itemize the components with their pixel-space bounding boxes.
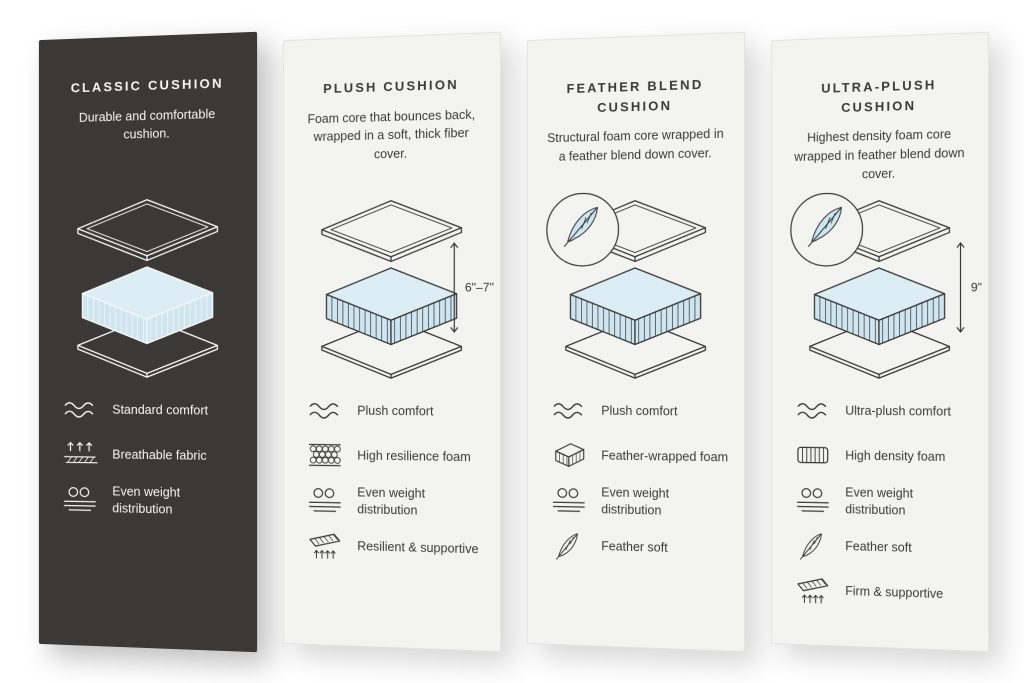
dimension-label: 6"–7" (464, 280, 494, 295)
feature-row: High resilience foam (306, 439, 492, 474)
card-description: Durable and comfortable cushion. (78, 106, 215, 142)
foam-cells-icon (306, 439, 343, 471)
feature-label: Feather soft (600, 539, 668, 556)
feature-row: Even weight distribution (306, 483, 492, 520)
card-feather-blend-cushion: FEATHER BLEND CUSHION Structural foam co… (526, 31, 745, 653)
feather-badge-icon (787, 189, 866, 270)
card-description: Highest density foam core wrapped in fea… (793, 127, 965, 181)
card-description: Structural foam core wrapped in a feathe… (546, 126, 724, 164)
waves-icon (794, 394, 831, 426)
feature-label: High resilience foam (356, 448, 471, 464)
even-weight-icon (61, 483, 98, 515)
feature-label: Even weight distribution (111, 484, 180, 517)
feather-badge-icon (543, 189, 622, 270)
cushion-illustration (38, 192, 256, 387)
feature-row: Feather soft (550, 530, 736, 567)
feature-row: Feather soft (794, 530, 980, 567)
feature-list: Plush comfort High resilience foam Even … (283, 394, 499, 566)
waves-icon (306, 394, 343, 426)
cushion-illustration: 9" (771, 193, 987, 388)
feature-list: Plush comfort Feather-wrapped foam Even … (527, 394, 743, 566)
support-arrows-icon (306, 530, 343, 563)
feature-row: Standard comfort (61, 393, 249, 427)
waves-icon (61, 393, 98, 425)
feather-icon (550, 530, 587, 563)
card-header: FEATHER BLEND CUSHION Structural foam co… (527, 33, 743, 197)
dimension-arrow-line (449, 241, 459, 334)
feature-label: Even weight distribution (600, 485, 669, 518)
card-title: CLASSIC CUSHION (70, 75, 224, 96)
feature-list: Standard comfort Breathable fabric Even … (38, 393, 256, 520)
feature-label: High density foam (844, 448, 945, 464)
card-plush-cushion: PLUSH CUSHION Foam core that bounces bac… (282, 31, 501, 653)
feature-label: Firm & supportive (844, 584, 943, 602)
feature-row: Plush comfort (550, 394, 736, 428)
card-header: CLASSIC CUSHION Durable and comfortable … (38, 32, 256, 196)
feature-label: Even weight distribution (356, 485, 425, 518)
feature-row: Feather-wrapped foam (550, 439, 736, 474)
feature-label: Plush comfort (356, 403, 433, 418)
feature-label: Plush comfort (600, 403, 677, 418)
feature-label: Standard comfort (111, 402, 208, 418)
feature-label: Even weight distribution (844, 485, 913, 518)
feature-row: Plush comfort (306, 394, 492, 428)
feature-row: High density foam (794, 439, 980, 474)
cushion-illustration: 6"–7" (283, 193, 499, 388)
feature-row: Firm & supportive (794, 574, 980, 612)
feature-label: Feather soft (844, 539, 912, 556)
feature-label: Ultra-plush comfort (844, 403, 951, 419)
density-foam-icon (794, 439, 831, 471)
cushion-illustration (527, 193, 743, 388)
card-title: ULTRA-PLUSH CUSHION (820, 77, 937, 115)
dimension-label: 9" (970, 280, 982, 295)
card-header: ULTRA-PLUSH CUSHION Highest density foam… (771, 33, 987, 197)
height-dimension: 9" (955, 240, 981, 335)
feature-row: Ultra-plush comfort (794, 394, 980, 428)
feature-label: Feather-wrapped foam (600, 448, 728, 464)
card-title: FEATHER BLEND CUSHION (566, 76, 704, 115)
even-weight-icon (550, 484, 587, 516)
feature-list: Ultra-plush comfort High density foam Ev… (771, 394, 987, 612)
feature-label: Breathable fabric (111, 447, 207, 463)
feather-icon (794, 530, 831, 563)
cushion-layers-graphic (63, 192, 230, 381)
feature-row: Breathable fabric (61, 438, 249, 473)
card-title: PLUSH CUSHION (322, 76, 459, 97)
card-header: PLUSH CUSHION Foam core that bounces bac… (283, 33, 499, 197)
waves-icon (550, 394, 587, 426)
even-weight-icon (306, 484, 343, 516)
card-ultra-plush-cushion: ULTRA-PLUSH CUSHION Highest density foam… (770, 31, 989, 653)
foam-block-icon (550, 439, 587, 471)
card-description: Foam core that bounces back, wrapped in … (307, 107, 475, 162)
support-arrows-icon (794, 574, 831, 607)
feature-row: Even weight distribution (550, 483, 736, 520)
feature-row: Even weight distribution (794, 483, 980, 520)
even-weight-icon (794, 484, 831, 516)
feature-row: Resilient & supportive (306, 530, 492, 567)
card-classic-cushion: CLASSIC CUSHION Durable and comfortable … (38, 31, 257, 653)
breathable-icon (61, 438, 98, 470)
height-dimension: 6"–7" (449, 240, 493, 335)
dimension-arrow-line (955, 241, 965, 334)
feature-row: Even weight distribution (61, 482, 249, 520)
feature-label: Resilient & supportive (356, 539, 479, 557)
